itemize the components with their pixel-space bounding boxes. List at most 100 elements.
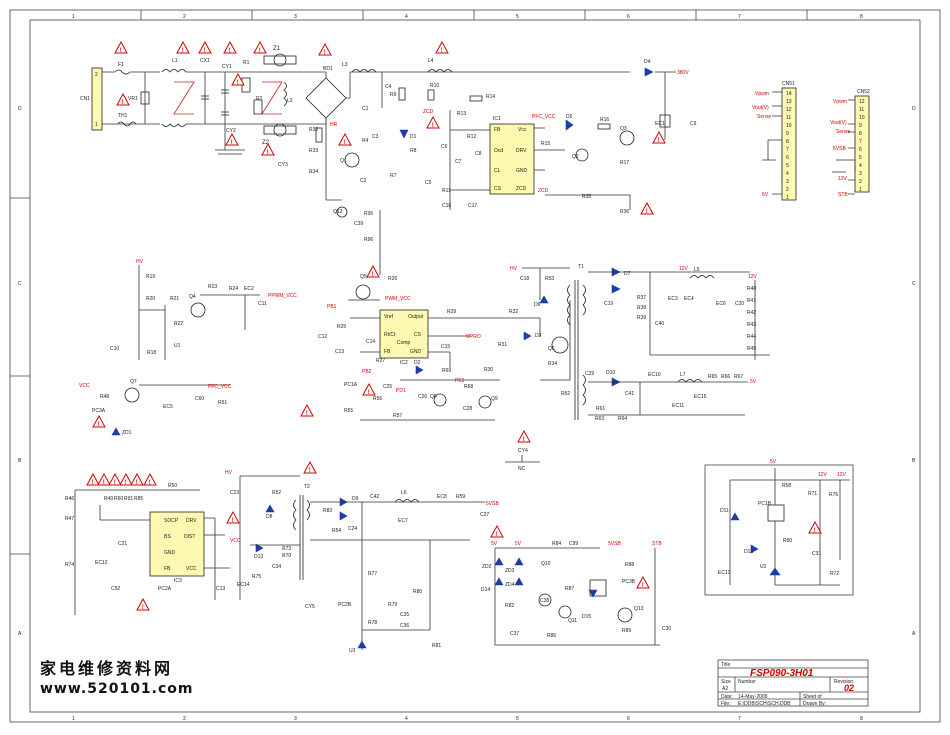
label-r27: R27 [376, 358, 385, 364]
title-label: Title [721, 662, 730, 668]
svg-text:!: ! [523, 437, 525, 443]
label-c1: C1 [362, 106, 369, 112]
transistor-q4 [190, 302, 206, 318]
label-ec11: EC11 [672, 403, 684, 409]
svg-text:!: ! [441, 48, 443, 54]
t2-primary [293, 499, 297, 531]
ic1-pin-fb: FB [494, 127, 501, 133]
label-r58: R58 [782, 483, 791, 489]
diode-d11 [730, 512, 740, 521]
feedback-frame [704, 464, 854, 596]
size-value: A2 [722, 686, 728, 692]
transistor-q11 [558, 605, 572, 619]
label-cn51: CN51 [782, 81, 795, 87]
cn51-pin-5: 5 [786, 163, 789, 169]
ic1-pin-zcd: ZCD [516, 186, 527, 192]
main-transformer-section: T1 HV C18 R53 D6 D7 C19 R37 R38 R39 EC3 … [505, 264, 770, 472]
warning-icon: ! [426, 115, 440, 129]
grid-col-8b: 8 [860, 716, 863, 722]
label-q6: Q6 [548, 346, 555, 352]
label-q3: Q3 [620, 126, 627, 132]
cn52-pin-8: 8 [859, 131, 862, 137]
label-vpwm2: Vpwm [833, 99, 847, 105]
label-r64: R64 [618, 416, 627, 422]
label-l1: L1 [172, 58, 178, 64]
cn52-pin-2: 2 [859, 179, 862, 185]
label-vout1: Vout(V) [752, 105, 769, 111]
label-r96: R96 [364, 237, 373, 243]
svg-text:!: ! [646, 209, 648, 215]
label-l4: L4 [428, 58, 434, 64]
label-q13: Q13 [634, 606, 644, 612]
ic2-pin-comp: Comp [397, 340, 411, 346]
label-c34: C34 [272, 564, 281, 570]
svg-text:!: ! [259, 48, 261, 54]
label-pc2a: PC2A [158, 586, 172, 592]
label-pc2b: PC2B [338, 602, 352, 608]
warning-icon: ! [808, 520, 822, 534]
diode-d4 [644, 67, 654, 77]
label-r73: R73 [282, 546, 291, 552]
label-l6: L6 [401, 490, 407, 496]
label-cy2: CY2 [226, 128, 236, 134]
warning-icon: ! [119, 472, 133, 486]
label-r10: R10 [430, 83, 439, 89]
ic3-pin-vcc: VCC [186, 566, 197, 572]
label-d12: D12 [744, 549, 753, 555]
resistor-r2 [253, 99, 263, 115]
spark-gap-z2 [273, 123, 287, 137]
transistor-q8 [433, 393, 447, 407]
label-r21: R21 [170, 296, 179, 302]
cn52-pin-3: 3 [859, 171, 862, 177]
label-r52: R52 [272, 490, 281, 496]
label-r29: R29 [447, 309, 456, 315]
file-value: E:\DDB\SCH\SCH.DDB [738, 701, 791, 707]
label-r24: R24 [229, 286, 238, 292]
label-r55: R55 [344, 408, 353, 414]
label-r50: R50 [168, 483, 177, 489]
pfc-section: BD1 L3 C4 C1 R9 L4 R10 ZCD R14 R13 IC1 F… [300, 58, 697, 275]
fuse-f1 [114, 69, 131, 75]
standby-section: R46 R47 R50 R49 R60 R91 R85 R74 EC12 C21… [65, 470, 499, 654]
label-d10: D10 [606, 370, 615, 376]
grid-row-b-right: B [912, 458, 916, 464]
bridge-bd1 [305, 77, 347, 119]
label-r19: R19 [146, 274, 155, 280]
inner-frame [29, 19, 921, 713]
transistor-q9 [478, 395, 492, 409]
label-c21: C21 [118, 541, 127, 547]
warning-icon: ! [636, 575, 650, 589]
label-pc3b: PC3B [622, 579, 636, 585]
cn52-pin-4: 4 [859, 163, 862, 169]
grid-row-b: B [18, 458, 22, 464]
spark-gap-z1 [273, 53, 287, 67]
label-c14: C14 [366, 339, 375, 345]
label-r49: R49 [104, 496, 113, 502]
t1-primary [567, 284, 571, 326]
label-pc3a: PC3A [92, 408, 106, 414]
label-l3: L3 [342, 62, 348, 68]
label-d1: D1 [410, 134, 417, 140]
warning-icon: ! [652, 130, 666, 144]
label-ec15: EC15 [694, 394, 707, 400]
label-r87: R87 [565, 586, 574, 592]
cn51-pin-14: 14 [786, 91, 792, 97]
label-r77: R77 [368, 571, 377, 577]
label-c27: C27 [480, 512, 489, 518]
label-c40: C40 [655, 321, 664, 327]
warning-icon: ! [130, 472, 144, 486]
label-cy4: CY4 [518, 448, 528, 454]
label-r44: R44 [747, 334, 756, 340]
sheet-label: Sheet of [803, 694, 822, 700]
label-ic1: IC1 [493, 116, 501, 122]
label-z1: Z1 [273, 46, 281, 52]
grid-col-5: 5 [516, 14, 519, 20]
label-pb2: PB2 [362, 369, 372, 375]
label-cy3: CY3 [278, 162, 288, 168]
grid-col-5b: 5 [516, 716, 519, 722]
label-5v-d: 5V [515, 541, 522, 547]
svg-text:!: ! [103, 480, 105, 486]
inductor-l7 [677, 379, 703, 383]
ic1-pin-cs: CS [494, 186, 502, 192]
label-r1: R1 [243, 60, 250, 66]
